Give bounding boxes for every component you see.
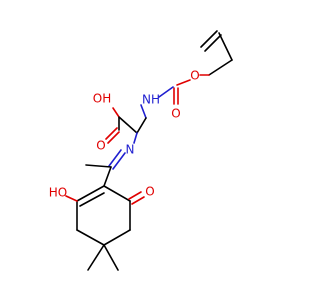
bond-methyl-left <box>87 244 105 271</box>
bond-ring-top-imine <box>103 166 112 187</box>
bond-imine-double-b <box>112 152 126 170</box>
bond-ring-bottom-left <box>76 229 105 246</box>
bond-allyl-ch <box>218 32 233 61</box>
bond-ring-bottom-right <box>103 229 131 246</box>
bond-vinyl-double-b <box>204 34 222 52</box>
bond-vinyl-double-a <box>200 30 218 48</box>
bond-alpha-imine-n <box>133 132 138 144</box>
atom-label-o-acid: O <box>96 139 105 153</box>
atom-label-o-ketone: O <box>145 185 154 199</box>
atom-label-o-ester: O <box>190 69 199 83</box>
bond-acid-c-oh <box>112 107 120 118</box>
bond-ch2-nh <box>140 104 147 119</box>
bond-allyl-ch2 <box>208 59 233 76</box>
bond-imine-double-a <box>108 149 122 167</box>
bond-acid-c-alpha <box>118 116 138 134</box>
atom-label-ho-enol: HO <box>49 186 67 200</box>
bond-acid-double-b <box>107 131 120 144</box>
atom-label-o-carbonyl: O <box>171 107 180 121</box>
atom-label-nh-carbamate: NH <box>142 93 160 107</box>
bond-imine-methyl <box>85 164 112 168</box>
atom-label-n-imine: N <box>126 143 135 157</box>
bond-ketone-double-a <box>128 191 142 200</box>
bond-ketone-double-b <box>131 196 145 205</box>
bond-nh-carbonyl-c <box>158 86 174 98</box>
chemical-structure: OH O NH O O N HO O <box>49 30 233 271</box>
atom-label-oh-acid: OH <box>93 92 111 106</box>
bond-alpha-ch2 <box>136 117 147 134</box>
bond-ring-top-right <box>103 185 131 202</box>
atom-labels: OH O NH O O N HO O <box>49 69 200 200</box>
bond-enol-oh <box>65 195 78 202</box>
bond-ring-top-left-inner <box>79 192 105 207</box>
bond-ring-top-left <box>76 185 105 202</box>
bond-acid-double-a <box>105 127 118 140</box>
bond-ester-o-carbonyl-c <box>176 79 191 86</box>
bond-methyl-right <box>103 244 119 271</box>
bond-lines <box>65 30 233 271</box>
